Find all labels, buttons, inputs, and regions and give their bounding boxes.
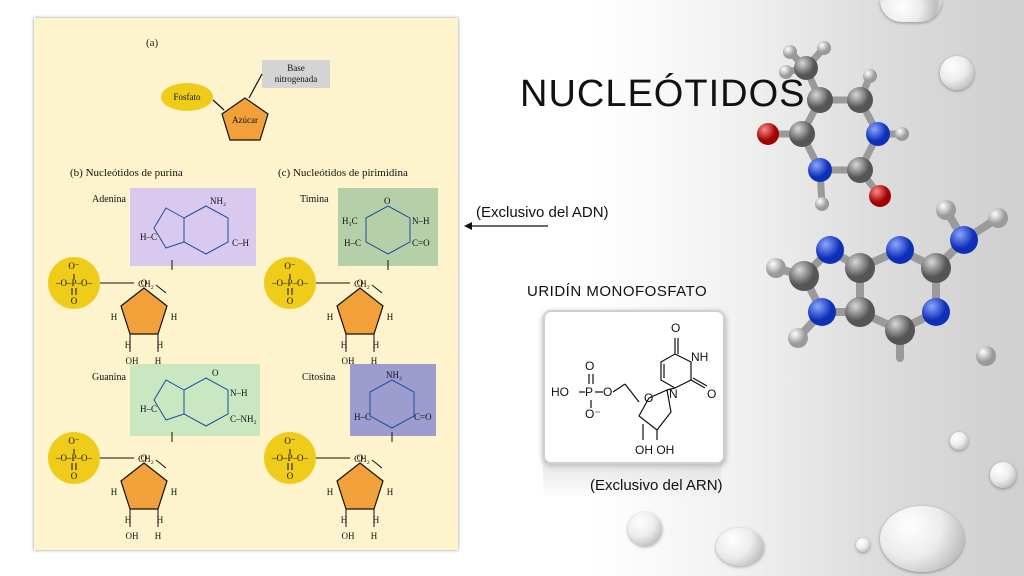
- adenine-model: [766, 200, 1008, 366]
- thymine-model: [757, 41, 909, 211]
- panel-a-label: (a): [146, 37, 159, 49]
- cytosine-box: [350, 364, 436, 436]
- ump-structure-card: O NH O N HO P O O⁻ O O OH OH: [543, 310, 725, 464]
- thymine-box: [338, 188, 438, 266]
- water-drop: [628, 512, 662, 546]
- card-reflection: [543, 462, 721, 498]
- svg-text:NH₂: NH₂: [210, 196, 226, 206]
- purine-heading: (b) Nucleótidos de purina: [70, 167, 183, 179]
- svg-text:C=O: C=O: [414, 412, 432, 422]
- svg-text:H–C: H–C: [140, 404, 157, 414]
- rna-exclusive-note: (Exclusivo del ARN): [590, 477, 723, 494]
- ump-o-right: O: [707, 387, 716, 401]
- thymine-label: Timina: [300, 194, 329, 205]
- ump-o-top: O: [671, 321, 680, 335]
- ump-p: P: [585, 385, 593, 399]
- svg-text:C–NH₂: C–NH₂: [230, 414, 257, 424]
- ump-o-ring: O: [644, 391, 653, 405]
- svg-text:H–C: H–C: [344, 238, 361, 248]
- water-drop: [880, 506, 964, 572]
- svg-text:N–H: N–H: [412, 216, 430, 226]
- base-label: Base: [287, 63, 305, 73]
- ump-o-p: O: [585, 359, 594, 373]
- svg-text:O: O: [384, 196, 391, 206]
- guanine-label: Guanina: [92, 372, 126, 383]
- water-drop: [856, 538, 870, 552]
- molecule-models: [757, 41, 1008, 366]
- ump-structure-svg: O NH O N HO P O O⁻ O O OH OH: [551, 321, 716, 457]
- ump-nh: NH: [691, 350, 708, 364]
- phosphate-ellipse: [161, 83, 213, 111]
- svg-text:C–H: C–H: [232, 238, 250, 248]
- pyrimidine-heading: (c) Nucleótidos de pirimidina: [278, 167, 408, 179]
- adenine-box: [130, 188, 256, 266]
- nitrogenous-label: nitrogenada: [275, 74, 317, 84]
- dna-exclusive-note: (Exclusivo del ADN): [476, 204, 609, 221]
- svg-text:NH₂: NH₂: [386, 370, 402, 380]
- svg-text:N–H: N–H: [230, 388, 248, 398]
- ump-title: URIDÍN MONOFOSFATO: [527, 283, 708, 300]
- water-drop: [940, 56, 974, 90]
- ump-oh-oh: OH OH: [635, 443, 674, 457]
- svg-text:H–C: H–C: [354, 412, 371, 422]
- ump-n: N: [669, 387, 678, 401]
- sugar-label: Azúcar: [232, 115, 258, 125]
- water-drop: [950, 432, 968, 450]
- svg-text:C=O: C=O: [412, 238, 430, 248]
- sugar-pentagon: [221, 97, 269, 141]
- water-drop: [880, 0, 942, 22]
- nucleotide-figure-svg: –O–P–O– O⁻ O O HH HH OHH: [47, 37, 438, 542]
- cytosine-label: Citosina: [302, 372, 336, 383]
- water-drop: [716, 528, 764, 566]
- adenine-label: Adenina: [92, 194, 126, 205]
- phosphate-label: Fosfato: [174, 92, 202, 102]
- ump-o-ester: O: [603, 385, 612, 399]
- svg-text:O: O: [212, 368, 219, 378]
- svg-text:H₃C: H₃C: [342, 216, 358, 226]
- slide-title: NUCLEÓTIDOS: [520, 73, 806, 115]
- svg-text:H–C: H–C: [140, 232, 157, 242]
- ump-o-minus: O⁻: [585, 407, 601, 421]
- arrow-left-icon: [464, 222, 548, 230]
- guanine-box: [130, 364, 260, 436]
- nucleotide-figure: –O–P–O– O⁻ O O HH HH OHH: [34, 18, 458, 550]
- ump-ho: HO: [551, 385, 569, 399]
- base-box: [262, 60, 330, 88]
- water-drop: [990, 462, 1016, 488]
